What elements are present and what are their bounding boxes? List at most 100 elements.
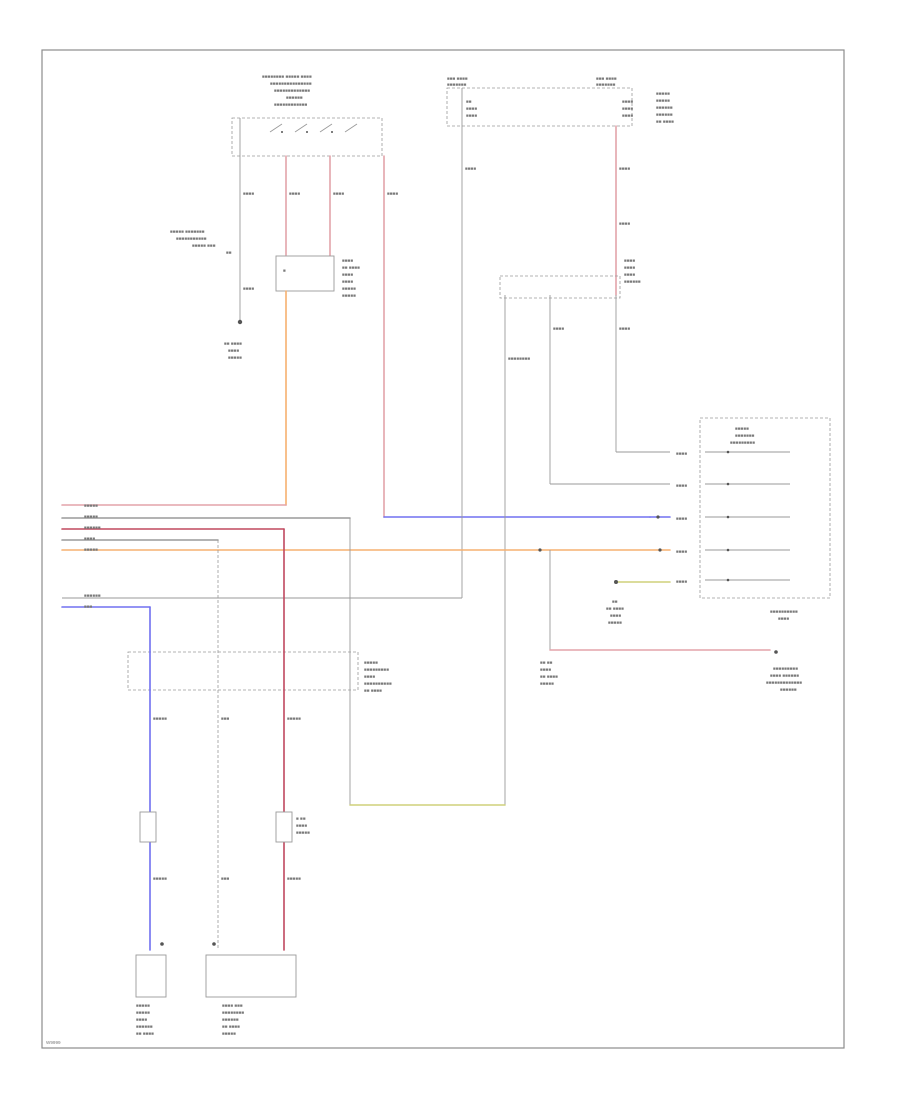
svg-text:■■ ■■■■: ■■ ■■■■: [136, 1031, 154, 1036]
svg-text:■■■■■■: ■■■■■■: [624, 279, 641, 284]
svg-text:■■■■ ■■■: ■■■■ ■■■: [222, 1003, 243, 1008]
svg-text:■■■■: ■■■■: [228, 348, 239, 353]
svg-text:■■■■■■■■■: ■■■■■■■■■: [773, 666, 798, 671]
passenger-branch: ■■ ■■ ■■■■ ■■ ■■■■ ■■■■■ ■■■■■■■■■ ■■■■ …: [540, 550, 802, 692]
svg-text:■■■■: ■■■■: [243, 191, 254, 196]
svg-text:■■■■■■: ■■■■■■: [780, 687, 797, 692]
svg-text:■■■■■■■■: ■■■■■■■■: [508, 356, 530, 361]
svg-text:■■■■■■■■■: ■■■■■■■■■: [364, 667, 389, 672]
svg-text:■■■■■■: ■■■■■■: [84, 525, 101, 530]
svg-text:■■■■: ■■■■: [619, 221, 630, 226]
svg-text:■■■■■: ■■■■■: [222, 1031, 236, 1036]
svg-text:■■■■: ■■■■: [619, 326, 630, 331]
svg-text:■■■■■ ■■■■■■■: ■■■■■ ■■■■■■■: [170, 229, 205, 234]
svg-text:■■■■: ■■■■: [136, 1017, 147, 1022]
svg-text:■■■■: ■■■■: [243, 286, 254, 291]
svg-text:■■■■■■: ■■■■■■: [656, 112, 673, 117]
svg-text:■■■■■: ■■■■■: [153, 716, 167, 721]
lower-drops: ■■■■■ ■■■ ■■■■■ ■■■■■ ■■■ ■■■■■: [149, 528, 301, 951]
svg-text:■■■■■: ■■■■■: [84, 514, 98, 519]
svg-text:■■■■■: ■■■■■: [364, 660, 378, 665]
svg-text:■■■■■ ■■■: ■■■■■ ■■■: [192, 243, 216, 248]
svg-text:■■■■: ■■■■: [84, 536, 95, 541]
svg-text:■■■■■: ■■■■■: [735, 426, 749, 431]
svg-text:■■■■: ■■■■: [333, 191, 344, 196]
svg-text:■■■■: ■■■■: [676, 549, 687, 554]
svg-text:■■■■■: ■■■■■: [136, 1003, 150, 1008]
svg-text:■■ ■■■■: ■■ ■■■■: [540, 674, 558, 679]
svg-text:■■ ■■■■: ■■ ■■■■: [606, 606, 624, 611]
svg-text:■■■■: ■■■■: [619, 166, 630, 171]
svg-text:■■■■: ■■■■: [364, 674, 375, 679]
svg-text:■■■■: ■■■■: [610, 613, 621, 618]
svg-text:■■■■: ■■■■: [622, 113, 633, 118]
svg-text:■■■■■■: ■■■■■■: [84, 593, 101, 598]
svg-text:■■■■■: ■■■■■: [342, 286, 356, 291]
svg-text:■■■■■: ■■■■■: [656, 98, 670, 103]
svg-text:■■■■■■■■ ■■■■■ ■■■■: ■■■■■■■■ ■■■■■ ■■■■: [262, 74, 312, 79]
bottom-components: ■■■■■ ■■■■■ ■■■■ ■■■■■■ ■■ ■■■■ ■■■■ ■■■…: [135, 942, 297, 1036]
svg-text:■■■■: ■■■■: [622, 106, 633, 111]
svg-text:■■ ■■■■: ■■ ■■■■: [224, 341, 242, 346]
svg-text:■■■■: ■■■■: [676, 451, 687, 456]
svg-text:■■■■■■■: ■■■■■■■: [735, 433, 755, 438]
svg-text:■■■■■: ■■■■■: [153, 876, 167, 881]
inline-connectors: ■ ■■ ■■■■ ■■■■■: [139, 811, 310, 843]
svg-text:■ ■■: ■ ■■: [296, 816, 306, 821]
switch-assembly: ■■■■■■■■ ■■■■■ ■■■■ ■■■■■■■■■■■■■■■ ■■■■…: [231, 74, 383, 157]
svg-text:■■■■: ■■■■: [624, 272, 635, 277]
svg-text:■■■■: ■■■■: [342, 272, 353, 277]
fuse-wires: ■■■■ ■■■■ ■■■■ ■■■■ ■■■■ ■■■■ ■■■■■■: [62, 88, 641, 599]
module-wires: ■■ ■■ ■■■■ ■■■■ ■■■■■: [61, 515, 671, 625]
svg-text:■■■■■: ■■■■■: [287, 716, 301, 721]
svg-text:■■: ■■: [466, 99, 472, 104]
svg-text:■■■■■■: ■■■■■■: [136, 1024, 153, 1029]
svg-text:■■■■■■■■■■■■: ■■■■■■■■■■■■: [274, 102, 308, 107]
svg-text:■■■■■■■■: ■■■■■■■■: [222, 1010, 244, 1015]
svg-text:■■■■: ■■■■: [296, 823, 307, 828]
svg-text:■■■■: ■■■■: [624, 258, 635, 263]
svg-text:■: ■: [283, 268, 286, 273]
junction-connector: ■ ■■■■ ■■ ■■■■ ■■■■ ■■■■ ■■■■■ ■■■■■: [61, 255, 360, 506]
svg-text:■■■■■■■: ■■■■■■■: [447, 82, 467, 87]
svg-text:■■■■: ■■■■: [624, 265, 635, 270]
svg-text:■■■■■■■■■■■■■: ■■■■■■■■■■■■■: [766, 680, 802, 685]
svg-text:■■■■■: ■■■■■: [136, 1010, 150, 1015]
svg-text:■■: ■■: [226, 250, 232, 255]
diagram-code: W9999: [46, 1040, 61, 1045]
svg-text:■■■■■: ■■■■■: [608, 620, 622, 625]
svg-text:■■■■: ■■■■: [465, 166, 476, 171]
svg-text:■■■■: ■■■■: [540, 667, 551, 672]
svg-text:■■ ■■■■: ■■ ■■■■: [342, 265, 360, 270]
svg-text:■■ ■■■■: ■■ ■■■■: [364, 688, 382, 693]
svg-text:■■■■■■■■■■: ■■■■■■■■■■: [364, 681, 392, 686]
svg-text:■■■■■■■■■■: ■■■■■■■■■■: [770, 609, 798, 614]
svg-text:■■■■: ■■■■: [778, 616, 789, 621]
svg-text:■■■■: ■■■■: [466, 113, 477, 118]
svg-text:■■■■: ■■■■: [466, 106, 477, 111]
svg-text:■■■■■: ■■■■■: [84, 503, 98, 508]
svg-text:■■■■: ■■■■: [676, 483, 687, 488]
right-module: ■■■■■ ■■■■■■■ ■■■■■■■■■ ■■■■■■■■■■ ■■■■ …: [676, 417, 831, 621]
svg-text:■■■■: ■■■■: [676, 579, 687, 584]
svg-text:■■ ■■: ■■ ■■: [540, 660, 553, 665]
svg-text:■■■■■■■■■: ■■■■■■■■■: [730, 440, 755, 445]
svg-text:■■■■: ■■■■: [622, 99, 633, 104]
svg-text:■■■■■■■: ■■■■■■■: [596, 82, 616, 87]
diagram-frame: [41, 49, 845, 1049]
svg-text:■■■■■: ■■■■■: [228, 355, 242, 360]
svg-text:■■■■: ■■■■: [553, 326, 564, 331]
lower-connector: ■■■■■ ■■■■■■■■■ ■■■■ ■■■■■■■■■■ ■■ ■■■■: [127, 651, 392, 693]
svg-text:■■■■■: ■■■■■: [287, 876, 301, 881]
svg-text:■■■■■: ■■■■■: [656, 91, 670, 96]
svg-text:■■■ ■■■■: ■■■ ■■■■: [596, 76, 617, 81]
svg-text:■■■■■: ■■■■■: [342, 293, 356, 298]
svg-text:■■■: ■■■: [84, 604, 93, 609]
svg-text:■■■■■■■■■■■: ■■■■■■■■■■■: [176, 236, 207, 241]
svg-text:■■■■: ■■■■: [342, 258, 353, 263]
svg-text:■■■: ■■■: [221, 876, 230, 881]
svg-text:■■ ■■■■: ■■ ■■■■: [222, 1024, 240, 1029]
fuse-box: ■■■ ■■■■ ■■■■■■■ ■■■ ■■■■ ■■■■■■■ ■■ ■■■…: [446, 76, 674, 127]
right-junction-bar: ■■■■■■■■ ■■■■ ■■■■: [499, 275, 670, 805]
